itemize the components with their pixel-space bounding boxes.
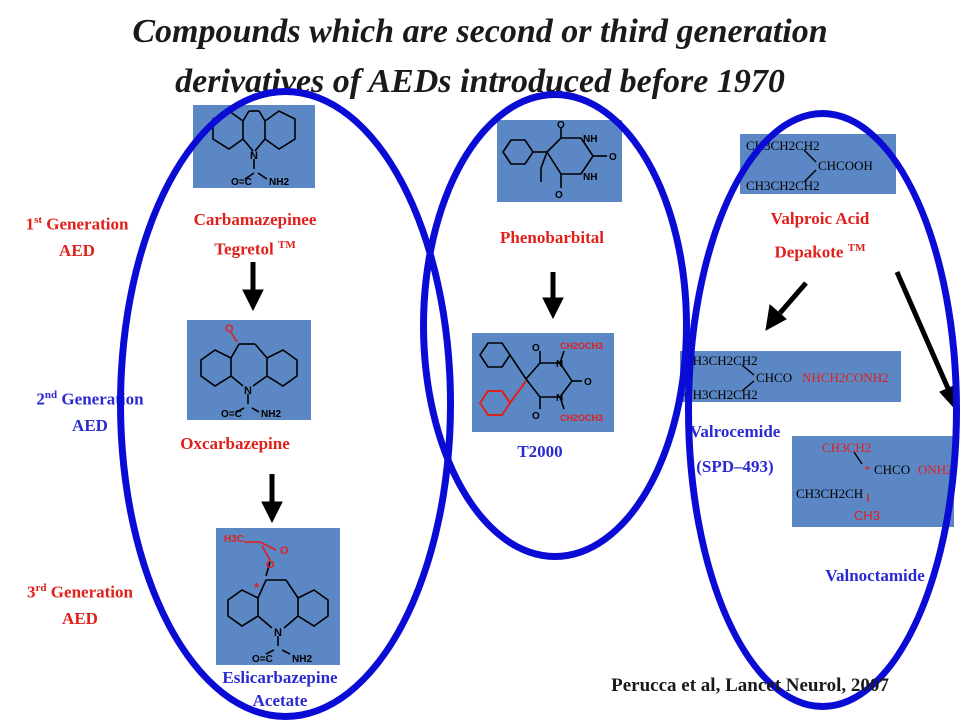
generation-group-ellipse-carbamazepine: [117, 88, 454, 720]
generation-1-label: 1st Generation: [25, 214, 129, 234]
generation-3-sub: AED: [62, 609, 98, 628]
generation-1-sub: AED: [59, 241, 95, 260]
generation-group-ellipse-valproic: [685, 110, 960, 710]
title-line-1: Compounds which are second or third gene…: [132, 13, 828, 50]
citation: Perucca et al, Lancet Neurol, 2007: [611, 675, 889, 696]
title-line-2: derivatives of AEDs introduced before 19…: [175, 63, 785, 100]
generation-3-label: 3rd Generation: [27, 582, 133, 602]
generation-group-ellipse-phenobarbital: [420, 91, 690, 560]
generation-2-sub: AED: [72, 416, 108, 435]
